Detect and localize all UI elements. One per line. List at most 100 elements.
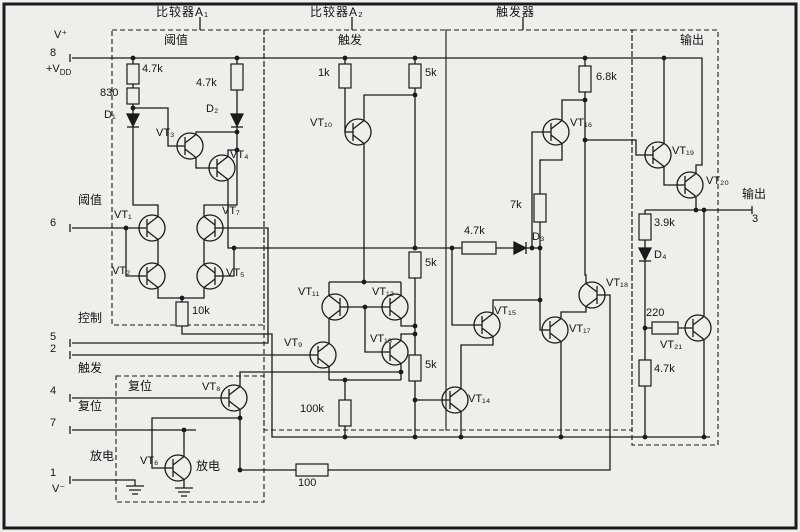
vt18-symbol (578, 281, 606, 309)
resistor-5k-b-label: 5k (425, 257, 437, 269)
resistor-7k-symbol (533, 193, 547, 223)
resistor-symbols (126, 63, 679, 477)
vt5-label: VT₅ (226, 267, 245, 279)
resistor-5k-a-label: 5k (425, 67, 437, 79)
resistor-220-symbol (651, 321, 679, 335)
resistor-4k7-b-label: 4.7k (196, 77, 217, 89)
discharge-pin-label: 放电 (90, 449, 115, 463)
vt6-symbol (164, 454, 192, 482)
d4-label: D₄ (654, 249, 667, 261)
vt18-label: VT₁₈ (606, 277, 629, 289)
vdd-label: +VDD (46, 64, 71, 77)
ground-symbols (126, 485, 193, 497)
d1-diode-symbol (125, 113, 141, 128)
vdd-subscript: DD (59, 68, 72, 78)
resistor-6k8-symbol (578, 65, 592, 93)
resistor-3k9-symbol (638, 213, 652, 241)
pin1-label: 1 (50, 467, 57, 479)
d3-diode-symbol (513, 240, 528, 256)
resistor-7k-label: 7k (510, 199, 522, 211)
d3-label: D₃ (532, 231, 545, 243)
vt21-label: VT₂₁ (660, 339, 683, 351)
pin5-label: 5 (50, 331, 57, 343)
d2-label: D₂ (206, 103, 219, 115)
vt13-label: VT₁₃ (370, 333, 393, 345)
resistor-5k-c-symbol (408, 354, 422, 382)
vt1-symbol (138, 214, 166, 242)
resistor-4k7-c-symbol (461, 241, 497, 255)
resistor-4k7-a-label: 4.7k (142, 63, 163, 75)
resistor-4k7-d-symbol (638, 359, 652, 387)
vt15-label: VT₁₅ (494, 305, 517, 317)
reset-pin-label: 复位 (78, 399, 103, 413)
resistor-5k-a-symbol (408, 63, 422, 89)
vt9-label: VT₉ (284, 337, 303, 349)
pin2-label: 2 (50, 343, 57, 355)
vt5-symbol (196, 262, 224, 290)
section-title-flipflop: 触发器 (496, 5, 536, 19)
pin3-label: 3 (752, 213, 759, 225)
vt6-label: VT₆ (140, 455, 159, 467)
vt16-symbol (542, 118, 570, 146)
section-title-comparator-a2: 比较器A₂ (310, 5, 364, 19)
resistor-6k8-label: 6.8k (596, 71, 617, 83)
vt1-label: VT₁ (114, 209, 132, 221)
output-top-label: 输出 (680, 33, 705, 47)
threshold-pin-label: 阈值 (78, 193, 103, 207)
resistor-4k7-b-symbol (230, 63, 244, 91)
d2-diode-symbol (229, 113, 245, 128)
trigger-top-label: 触发 (338, 33, 363, 47)
vt16-label: VT₁₆ (570, 117, 593, 129)
vt7-symbol (196, 214, 224, 242)
vt7-label: VT₇ (222, 205, 240, 217)
wire-layer (69, 17, 753, 488)
resistor-4k7-a-symbol (126, 63, 140, 85)
vt20-symbol (676, 171, 704, 199)
resistor-4k7-d-label: 4.7k (654, 363, 675, 375)
vt10-label: VT₁₀ (310, 117, 333, 129)
resistor-3k9-label: 3.9k (654, 217, 675, 229)
comparator-a2-box (263, 29, 447, 431)
vt11-label: VT₁₁ (298, 286, 320, 298)
vt2-label: VT₂ (112, 265, 131, 277)
vt8-symbol (220, 384, 248, 412)
discharge-inner-label: 放电 (196, 459, 221, 473)
vt11-symbol (321, 293, 349, 321)
pin6-label: 6 (50, 217, 57, 229)
vt3-label: VT₃ (156, 127, 175, 139)
output-pin-label: 输出 (742, 187, 767, 201)
vt21-symbol (684, 314, 712, 342)
resistor-220-label: 220 (646, 307, 665, 319)
trigger-pin-label: 触发 (78, 361, 103, 375)
d1-label: D₁ (104, 109, 116, 121)
vt8-label: VT₈ (202, 381, 221, 393)
ground-symbol-pin1 (126, 485, 144, 495)
diode-symbols (125, 113, 653, 262)
output-box (631, 29, 719, 446)
vminus-label: V⁻ (52, 483, 66, 495)
section-title-comparator-a1: 比较器A₁ (156, 5, 210, 19)
resistor-10k-label: 10k (192, 305, 210, 317)
junction-dots (123, 55, 707, 473)
resistor-100k-label: 100k (300, 403, 324, 415)
resistor-100k-symbol (338, 399, 352, 427)
pin8-label: 8 (50, 47, 57, 59)
vplus-label: V⁺ (54, 29, 68, 41)
vt4-label: VT₄ (230, 149, 249, 161)
vt10-symbol (344, 118, 372, 146)
resistor-830-symbol (126, 87, 140, 105)
resistor-1k-label: 1k (318, 67, 330, 79)
d4-diode-symbol (637, 247, 653, 262)
resistor-830-label: 830 (100, 87, 119, 99)
resistor-4k7-c-label: 4.7k (464, 225, 485, 237)
vt17-label: VT₁₇ (569, 323, 591, 335)
threshold-top-label: 阈值 (164, 33, 189, 47)
pin7-label: 7 (50, 417, 57, 429)
vt2-symbol (138, 262, 166, 290)
vt9-symbol (309, 341, 337, 369)
vt14-label: VT₁₄ (468, 393, 491, 405)
resistor-100-label: 100 (298, 477, 317, 489)
vt3-symbol (176, 132, 204, 160)
resistor-10k-symbol (175, 301, 189, 327)
